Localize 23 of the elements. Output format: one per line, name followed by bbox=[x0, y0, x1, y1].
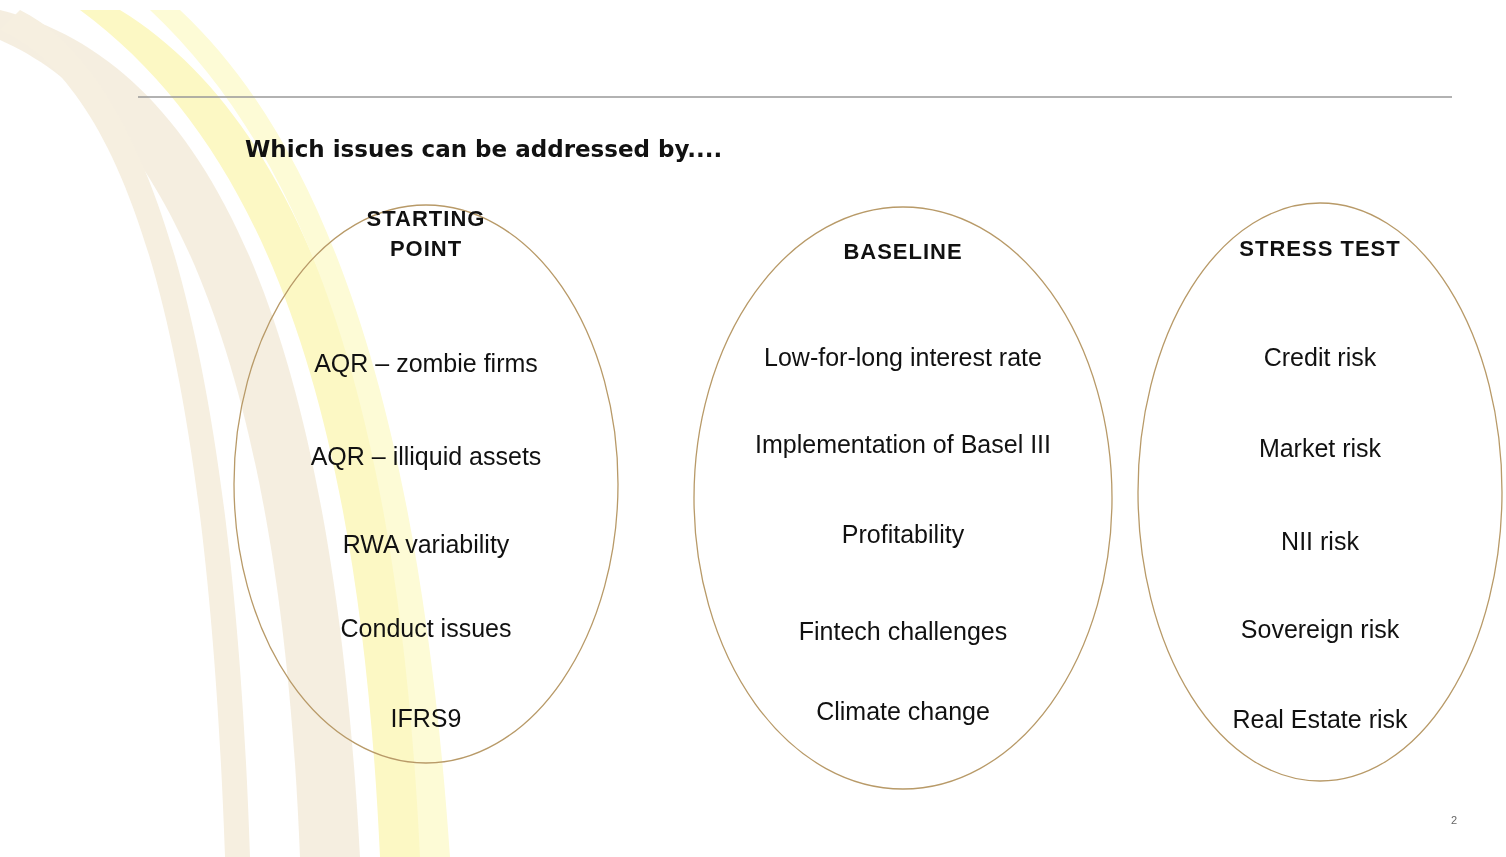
issue-item: NII risk bbox=[1281, 526, 1359, 556]
issue-item: Low-for-long interest rate bbox=[764, 342, 1042, 372]
issue-item: Market risk bbox=[1258, 433, 1382, 463]
issue-item: AQR – zombie firms bbox=[314, 348, 538, 378]
issue-item: Profitability bbox=[841, 519, 965, 549]
category-ellipse bbox=[233, 204, 619, 764]
page-number: 2 bbox=[1451, 814, 1458, 826]
issue-item: Conduct issues bbox=[340, 613, 512, 643]
slide-title: Which issues can be addressed by.... bbox=[245, 136, 723, 162]
issue-item: Real Estate risk bbox=[1232, 704, 1408, 734]
issue-item: AQR – illiquid assets bbox=[310, 441, 542, 471]
issue-item: Implementation of Basel III bbox=[755, 429, 1051, 459]
category-ellipse bbox=[1137, 202, 1503, 782]
ellipse-heading: STRESS TEST bbox=[1239, 235, 1401, 263]
issue-item: Sovereign risk bbox=[1240, 614, 1400, 644]
ellipse-heading: STARTING POINT bbox=[365, 205, 487, 263]
issue-item: Fintech challenges bbox=[798, 616, 1008, 646]
issue-item: IFRS9 bbox=[390, 703, 462, 733]
category-ellipse bbox=[693, 206, 1113, 790]
issue-item: Climate change bbox=[816, 696, 990, 726]
issue-item: Credit risk bbox=[1263, 342, 1377, 372]
ellipse-heading: BASELINE bbox=[843, 238, 963, 266]
issue-item: RWA variability bbox=[342, 529, 510, 559]
